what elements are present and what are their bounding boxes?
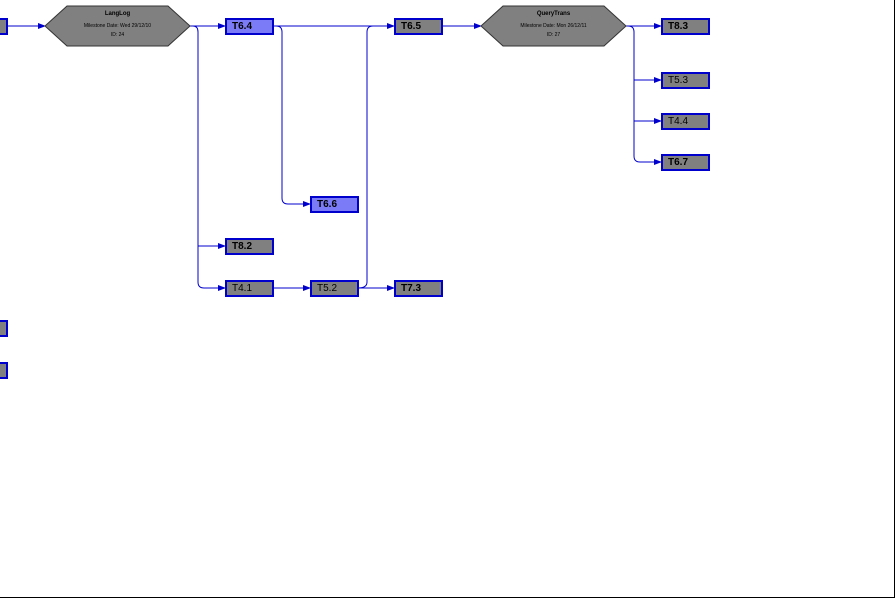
milestone-querytrans[interactable]: QueryTrans Milestone Date: Mon 26/12/11 … — [503, 11, 604, 38]
task-node-t8-2[interactable]: T8.2 — [225, 238, 274, 255]
task-node-t4-1[interactable]: T4.1 — [225, 280, 274, 297]
task-node-t6-7[interactable]: T6.7 — [661, 154, 710, 171]
canvas-bottom-border — [0, 597, 895, 598]
milestone-langlog-shape[interactable] — [44, 5, 191, 47]
node-offscreen-left-1[interactable] — [0, 18, 8, 35]
node-offscreen-left-2[interactable] — [0, 320, 8, 337]
task-label: T5.3 — [668, 75, 689, 86]
milestone-id: ID: 27 — [546, 32, 561, 38]
task-label: T6.5 — [401, 21, 422, 32]
edge-t64-to-t66 — [275, 25, 311, 207]
task-label: T6.7 — [668, 157, 689, 168]
task-node-t4-4[interactable]: T4.4 — [661, 113, 710, 130]
task-label: T6.4 — [232, 21, 253, 32]
milestone-langlog[interactable]: LangLog Milestone Date: Wed 29/12/10 ID:… — [67, 11, 168, 38]
milestone-date: Milestone Date: Mon 26/12/11 — [520, 23, 587, 29]
task-label: T4.4 — [668, 116, 689, 127]
milestone-id: ID: 24 — [110, 32, 125, 38]
task-node-t5-2[interactable]: T5.2 — [310, 280, 359, 297]
task-node-t6-5[interactable]: T6.5 — [394, 18, 443, 35]
task-node-t5-3[interactable]: T5.3 — [661, 72, 710, 89]
edge-langlog-trunk — [192, 25, 205, 289]
task-label: T4.1 — [232, 283, 253, 294]
task-node-t8-3[interactable]: T8.3 — [661, 18, 710, 35]
task-label: T6.6 — [317, 199, 338, 210]
task-label: T8.3 — [668, 21, 689, 32]
task-node-t6-4[interactable]: T6.4 — [225, 18, 274, 35]
task-label: T7.3 — [401, 283, 422, 294]
milestone-title: LangLog — [104, 11, 131, 17]
milestone-querytrans-shape[interactable] — [480, 5, 627, 47]
edge-t52-to-t65 — [357, 25, 374, 289]
task-label: T8.2 — [232, 241, 253, 252]
task-node-t7-3[interactable]: T7.3 — [394, 280, 443, 297]
milestone-date: Milestone Date: Wed 29/12/10 — [83, 23, 152, 29]
edge-querytrans-trunk — [627, 25, 641, 163]
node-offscreen-left-3[interactable] — [0, 362, 8, 379]
task-label: T5.2 — [317, 283, 338, 294]
milestone-title: QueryTrans — [536, 11, 571, 17]
task-node-t6-6[interactable]: T6.6 — [310, 196, 359, 213]
